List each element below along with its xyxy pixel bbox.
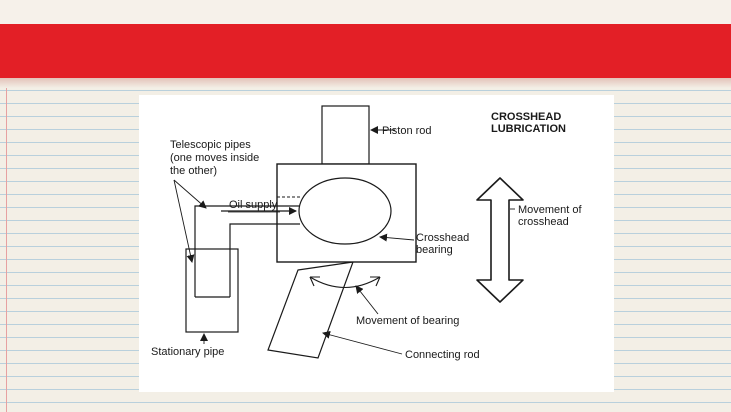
leader-connecting-rod <box>322 330 403 355</box>
header-red-band <box>0 24 731 78</box>
label-oil-supply: Oil supply <box>229 199 278 211</box>
bearing-arc-head-left <box>309 276 320 287</box>
piston-rod <box>321 105 370 165</box>
label-telescopic-line3: the other) <box>170 165 217 177</box>
label-crosshead-bearing-line2: bearing <box>416 244 453 256</box>
bearing-arc-head-right <box>370 276 381 287</box>
header-band-shadow <box>0 78 731 88</box>
label-piston-rod: Piston rod <box>382 125 432 137</box>
label-telescopic-line2: (one moves inside <box>170 152 259 164</box>
movement-crosshead-arrow <box>476 177 524 303</box>
crosshead-bearing <box>298 177 392 245</box>
label-telescopic-line1: Telescopic pipes <box>170 139 251 151</box>
diagram-title-line2: LUBRICATION <box>491 123 566 135</box>
connecting-rod <box>267 261 354 359</box>
oil-passage-dashed <box>277 196 300 225</box>
label-movement-crosshead-line2: crosshead <box>518 216 569 228</box>
label-connecting-rod: Connecting rod <box>405 349 480 361</box>
label-movement-bearing: Movement of bearing <box>356 315 459 327</box>
notebook-margin-line <box>6 88 7 412</box>
leader-movement-bearing <box>355 285 379 315</box>
label-movement-crosshead-line1: Movement of <box>518 204 583 216</box>
label-crosshead-bearing-line1: Crosshead <box>416 232 469 244</box>
label-stationary-pipe: Stationary pipe <box>151 346 224 358</box>
leader-telescopic-1 <box>173 179 195 263</box>
leader-crosshead-bearing <box>379 233 415 242</box>
bearing-movement-arc <box>309 276 381 288</box>
telescopic-pipe-inner <box>194 205 300 298</box>
leader-telescopic-2 <box>173 179 207 209</box>
top-strip <box>0 0 731 24</box>
diagram-title-line1: CROSSHEAD <box>491 111 561 123</box>
